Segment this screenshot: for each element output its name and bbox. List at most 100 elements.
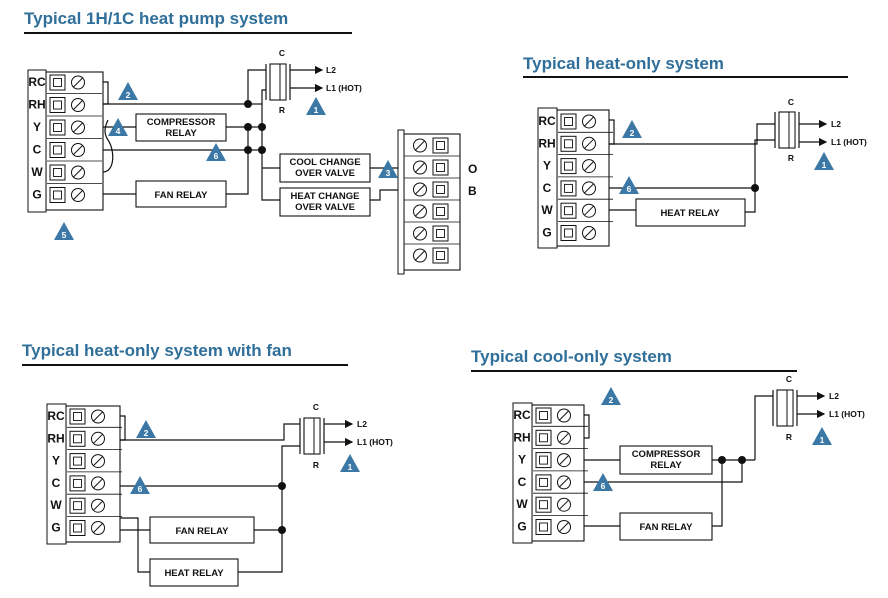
l1-label: L1 (HOT) xyxy=(357,437,393,447)
heat-pump-title: Typical 1H/1C heat pump system xyxy=(24,9,288,28)
badge-1: 1 xyxy=(306,97,326,115)
transformer-c-label: C xyxy=(279,48,285,58)
heat-relay-label: HEAT RELAY xyxy=(660,208,720,219)
transformer-r-label: R xyxy=(788,153,794,163)
terminal-label-g: G xyxy=(51,521,60,535)
terminal-label-rc: RC xyxy=(538,114,556,128)
terminal-label-c: C xyxy=(52,476,61,490)
compressor-relay-line2: RELAY xyxy=(165,128,197,139)
badge-4: 4 xyxy=(108,118,128,136)
svg-text:1: 1 xyxy=(314,105,319,115)
svg-text:2: 2 xyxy=(126,90,131,100)
b-label: B xyxy=(468,184,477,198)
transformer-c-label: C xyxy=(313,402,319,412)
terminal-label-rc: RC xyxy=(28,75,46,89)
ob-terminal-block: O B xyxy=(397,129,477,275)
svg-text:6: 6 xyxy=(601,481,606,491)
cool-only-title: Typical cool-only system xyxy=(471,347,672,366)
terminal-label-rc: RC xyxy=(513,408,531,422)
l1-label: L1 (HOT) xyxy=(831,137,867,147)
transformer-c-label: C xyxy=(788,97,794,107)
terminal-label-y: Y xyxy=(33,120,41,134)
terminal-label-w: W xyxy=(541,203,553,217)
fan-relay xyxy=(135,180,227,208)
badge-5: 5 xyxy=(54,222,74,240)
badge-2: 2 xyxy=(622,120,642,138)
svg-text:2: 2 xyxy=(609,395,614,405)
heat-only-transformer: C R L2 L1 (HOT) xyxy=(774,97,867,163)
fan-relay-label: FAN RELAY xyxy=(640,522,694,533)
compressor-relay-line2: RELAY xyxy=(650,460,682,471)
badge-1: 1 xyxy=(814,152,834,170)
compressor-relay-line1: COMPRESSOR xyxy=(632,449,701,460)
terminal-label-rh: RH xyxy=(513,430,530,444)
svg-text:6: 6 xyxy=(627,184,632,194)
svg-text:2: 2 xyxy=(630,128,635,138)
fan-relay xyxy=(619,512,713,541)
fan-relay-label: FAN RELAY xyxy=(155,190,209,201)
l2-label: L2 xyxy=(831,119,841,129)
heat-only-title: Typical heat-only system xyxy=(523,54,724,73)
svg-text:6: 6 xyxy=(138,484,143,494)
l1-label: L1 (HOT) xyxy=(326,83,362,93)
heat-relay xyxy=(149,558,239,587)
l1-label: L1 (HOT) xyxy=(829,409,865,419)
terminal-label-y: Y xyxy=(518,453,526,467)
l2-label: L2 xyxy=(829,391,839,401)
terminal-label-g: G xyxy=(542,226,551,240)
terminal-label-w: W xyxy=(50,498,62,512)
svg-text:3: 3 xyxy=(386,168,391,178)
terminal-label-w: W xyxy=(31,165,43,179)
terminal-label-rh: RH xyxy=(47,431,64,445)
badge-1: 1 xyxy=(812,427,832,445)
terminal-label-rh: RH xyxy=(28,98,45,112)
heat-relay-label: HEAT RELAY xyxy=(164,568,224,579)
heat-relay xyxy=(635,198,746,227)
terminal-label-y: Y xyxy=(543,159,551,173)
compressor-relay xyxy=(135,113,227,142)
terminal-label-g: G xyxy=(517,520,526,534)
cool-valve-line1: COOL CHANGE xyxy=(289,157,360,168)
badge-2: 2 xyxy=(601,387,621,405)
badge-6: 6 xyxy=(206,143,226,161)
svg-text:1: 1 xyxy=(822,160,827,170)
badge-3: 3 xyxy=(378,160,398,178)
transformer-r-label: R xyxy=(786,432,792,442)
svg-text:6: 6 xyxy=(214,151,219,161)
l2-label: L2 xyxy=(326,65,336,75)
badge-6: 6 xyxy=(130,476,150,494)
badge-2: 2 xyxy=(136,420,156,438)
terminal-label-rh: RH xyxy=(538,136,555,150)
svg-text:2: 2 xyxy=(144,428,149,438)
svg-text:1: 1 xyxy=(820,435,825,445)
compressor-relay xyxy=(619,445,713,475)
cool-change-over-valve xyxy=(279,153,371,183)
transformer-r-label: R xyxy=(313,460,319,470)
heat-change-over-valve xyxy=(279,187,371,217)
cool-only-transformer: C R L2 L1 (HOT) xyxy=(772,374,865,442)
svg-text:1: 1 xyxy=(348,462,353,472)
svg-text:5: 5 xyxy=(62,230,67,240)
heat-only-fan-transformer: C R L2 L1 (HOT) xyxy=(299,402,393,470)
transformer-r-label: R xyxy=(279,105,285,115)
badge-6: 6 xyxy=(619,176,639,194)
terminal-label-c: C xyxy=(543,181,552,195)
terminal-label-c: C xyxy=(33,143,42,157)
transformer-c-label: C xyxy=(786,374,792,384)
l2-label: L2 xyxy=(357,419,367,429)
svg-text:4: 4 xyxy=(116,126,121,136)
heat-only-fan-diagram: Typical heat-only system with fan RCRHYC… xyxy=(22,341,393,587)
terminal-label-rc: RC xyxy=(47,409,65,423)
terminal-label-y: Y xyxy=(52,454,60,468)
terminal-label-w: W xyxy=(516,497,528,511)
fan-relay-label: FAN RELAY xyxy=(176,526,230,537)
terminal-label-c: C xyxy=(518,475,527,489)
heat-only-fan-title: Typical heat-only system with fan xyxy=(22,341,292,360)
